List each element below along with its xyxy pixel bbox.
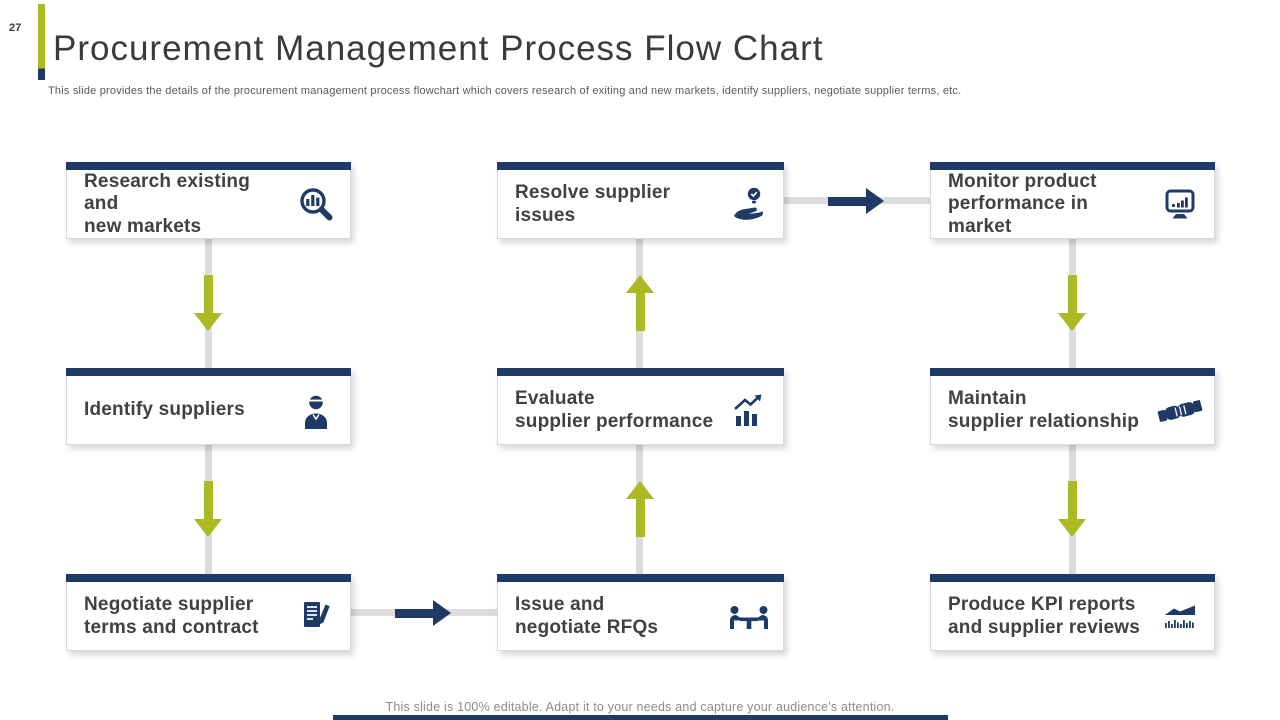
down-arrow	[1058, 481, 1086, 537]
box-label: Maintain supplier relationship	[948, 388, 1140, 432]
footer-note: This slide is 100% editable. Adapt it to…	[385, 700, 895, 714]
box-top-accent	[66, 368, 351, 376]
negotiation-meeting-icon	[725, 583, 773, 650]
page-number: 27	[9, 22, 22, 34]
box-label: Produce KPI reports and supplier reviews	[948, 594, 1140, 638]
box-top-accent	[66, 162, 351, 170]
page-title: Procurement Management Process Flow Char…	[53, 29, 824, 68]
right-arrow	[395, 600, 451, 626]
flow-box-negotiate-terms: Negotiate supplier terms and contract	[66, 574, 351, 651]
solution-hand-icon	[725, 171, 773, 238]
box-top-accent	[497, 162, 784, 170]
flow-box-evaluate-performance: Evaluate supplier performance	[497, 368, 784, 445]
box-label: Negotiate supplier terms and contract	[84, 594, 259, 638]
down-arrow	[194, 481, 222, 537]
flow-box-kpi-reports: Produce KPI reports and supplier reviews	[930, 574, 1215, 651]
monitor-analytics-icon	[1156, 171, 1204, 238]
flow-box-research-markets: Research existing and new markets	[66, 162, 351, 239]
flow-box-resolve-issues: Resolve supplier issues	[497, 162, 784, 239]
slide-subtitle: This slide provides the details of the p…	[48, 85, 962, 97]
performance-chart-icon	[725, 377, 773, 444]
box-label: Monitor product performance in market	[948, 170, 1097, 237]
up-arrow	[626, 275, 654, 331]
box-label: Issue and negotiate RFQs	[515, 594, 659, 638]
box-label: Evaluate supplier performance	[515, 388, 714, 432]
box-top-accent	[497, 574, 784, 582]
title-accent-bar	[38, 4, 45, 80]
search-analytics-icon	[292, 171, 340, 238]
flow-box-maintain-relationship: Maintain supplier relationship	[930, 368, 1215, 445]
right-arrow	[828, 188, 884, 214]
box-label: Research existing and new markets	[84, 170, 251, 237]
flow-box-identify-suppliers: Identify suppliers	[66, 368, 351, 445]
up-arrow	[626, 481, 654, 537]
contract-edit-icon	[292, 583, 340, 650]
flow-box-monitor-performance: Monitor product performance in market	[930, 162, 1215, 239]
flow-box-issue-rfqs: Issue and negotiate RFQs	[497, 574, 784, 651]
box-top-accent	[497, 368, 784, 376]
handshake-icon	[1156, 377, 1204, 444]
box-top-accent	[66, 574, 351, 582]
worker-icon	[292, 377, 340, 444]
box-top-accent	[930, 574, 1215, 582]
box-label: Resolve supplier issues	[515, 182, 671, 226]
down-arrow	[1058, 275, 1086, 331]
box-top-accent	[930, 368, 1215, 376]
down-arrow	[194, 275, 222, 331]
box-top-accent	[930, 162, 1215, 170]
bottom-accent-bar	[333, 715, 948, 720]
kpi-chart-icon	[1156, 583, 1204, 650]
box-label: Identify suppliers	[84, 399, 245, 421]
